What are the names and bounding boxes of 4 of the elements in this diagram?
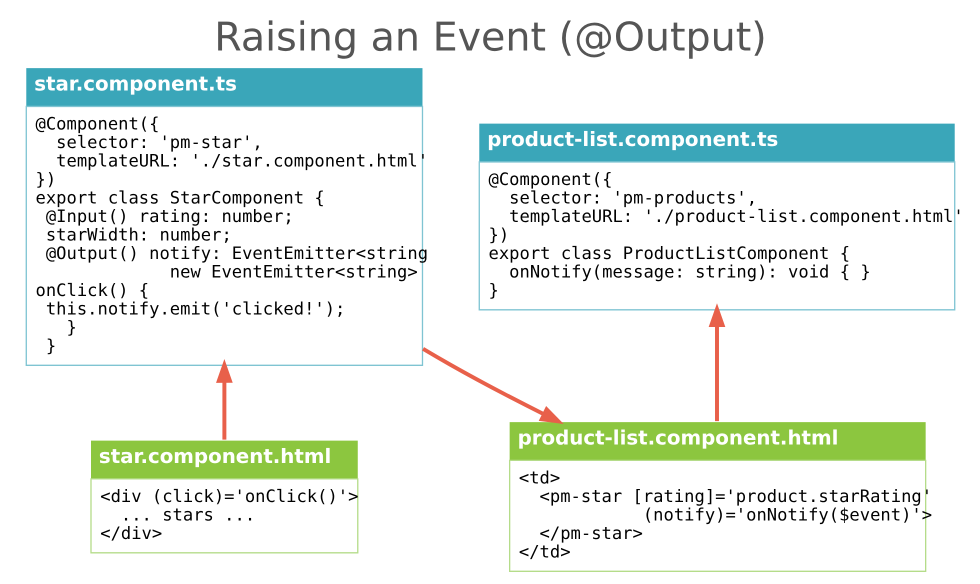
arrow — [216, 358, 232, 440]
diagram-title: Raising an Event (@Output) — [214, 14, 766, 60]
arrow — [422, 347, 564, 424]
arrow — [708, 303, 725, 422]
